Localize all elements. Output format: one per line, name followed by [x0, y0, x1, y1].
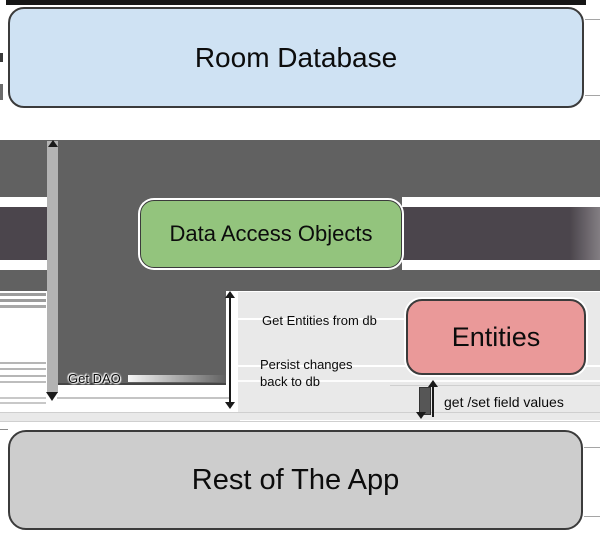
artifact-stripe — [0, 293, 46, 296]
node-room-database-label: Room Database — [194, 41, 398, 73]
node-data-access-objects: Data Access Objects — [140, 200, 402, 268]
artifact-stripe — [0, 368, 46, 370]
artifact-line — [0, 421, 600, 422]
arrowhead-up-icon — [225, 291, 235, 298]
node-rest-of-the-app: Rest of The App — [8, 430, 583, 530]
artifact-stripe — [0, 299, 46, 302]
dao-entities-arrow-line — [229, 296, 231, 404]
arrow-block-bottom-edge — [58, 383, 226, 385]
artifact-stripe — [0, 381, 46, 383]
artifact-line — [57, 397, 229, 399]
edge-label-get-dao: Get DAO — [68, 371, 121, 386]
arrowhead-up-icon — [48, 140, 58, 147]
artifact-line — [238, 380, 600, 382]
edge-label-persist-line1: Persist changes — [260, 357, 353, 372]
artifact-line — [584, 447, 600, 448]
get-set-arrow-line — [432, 384, 434, 417]
node-data-access-objects-label: Data Access Objects — [169, 221, 373, 246]
node-entities: Entities — [406, 299, 586, 375]
artifact-stripe — [0, 402, 46, 404]
artifact-line — [585, 95, 600, 96]
node-entities-label: Entities — [451, 321, 541, 352]
artifact-tick — [0, 53, 3, 62]
artifact-line — [584, 516, 600, 517]
artifact-tick — [0, 84, 3, 100]
artifact-line — [585, 19, 600, 20]
edge-label-persist-line2: back to db — [260, 374, 320, 389]
artifact-line — [238, 318, 406, 320]
arrowhead-down-icon — [46, 392, 58, 401]
artifact-stripe — [0, 397, 46, 399]
artifact-line — [0, 429, 8, 430]
artifact-line — [390, 385, 600, 386]
edge-label-get-set: get /set field values — [444, 394, 564, 410]
arrowhead-up-icon — [428, 380, 438, 387]
artifact-stripe — [0, 362, 46, 364]
artifact-line — [0, 412, 600, 413]
get-dao-stripe — [128, 375, 226, 382]
node-rest-of-the-app-label: Rest of The App — [191, 463, 400, 496]
edge-label-get-entities: Get Entities from db — [262, 313, 377, 328]
get-set-arrow-bar — [419, 387, 431, 415]
node-room-database: Room Database — [8, 7, 584, 108]
top-strip — [6, 0, 586, 5]
label-panel-band — [0, 413, 240, 421]
arrowhead-down-icon — [225, 402, 235, 409]
arrowhead-down-icon — [416, 412, 426, 419]
artifact-stripe — [0, 375, 46, 377]
artifact-stripe — [0, 305, 46, 308]
get-dao-arrow-shaft — [47, 141, 58, 393]
